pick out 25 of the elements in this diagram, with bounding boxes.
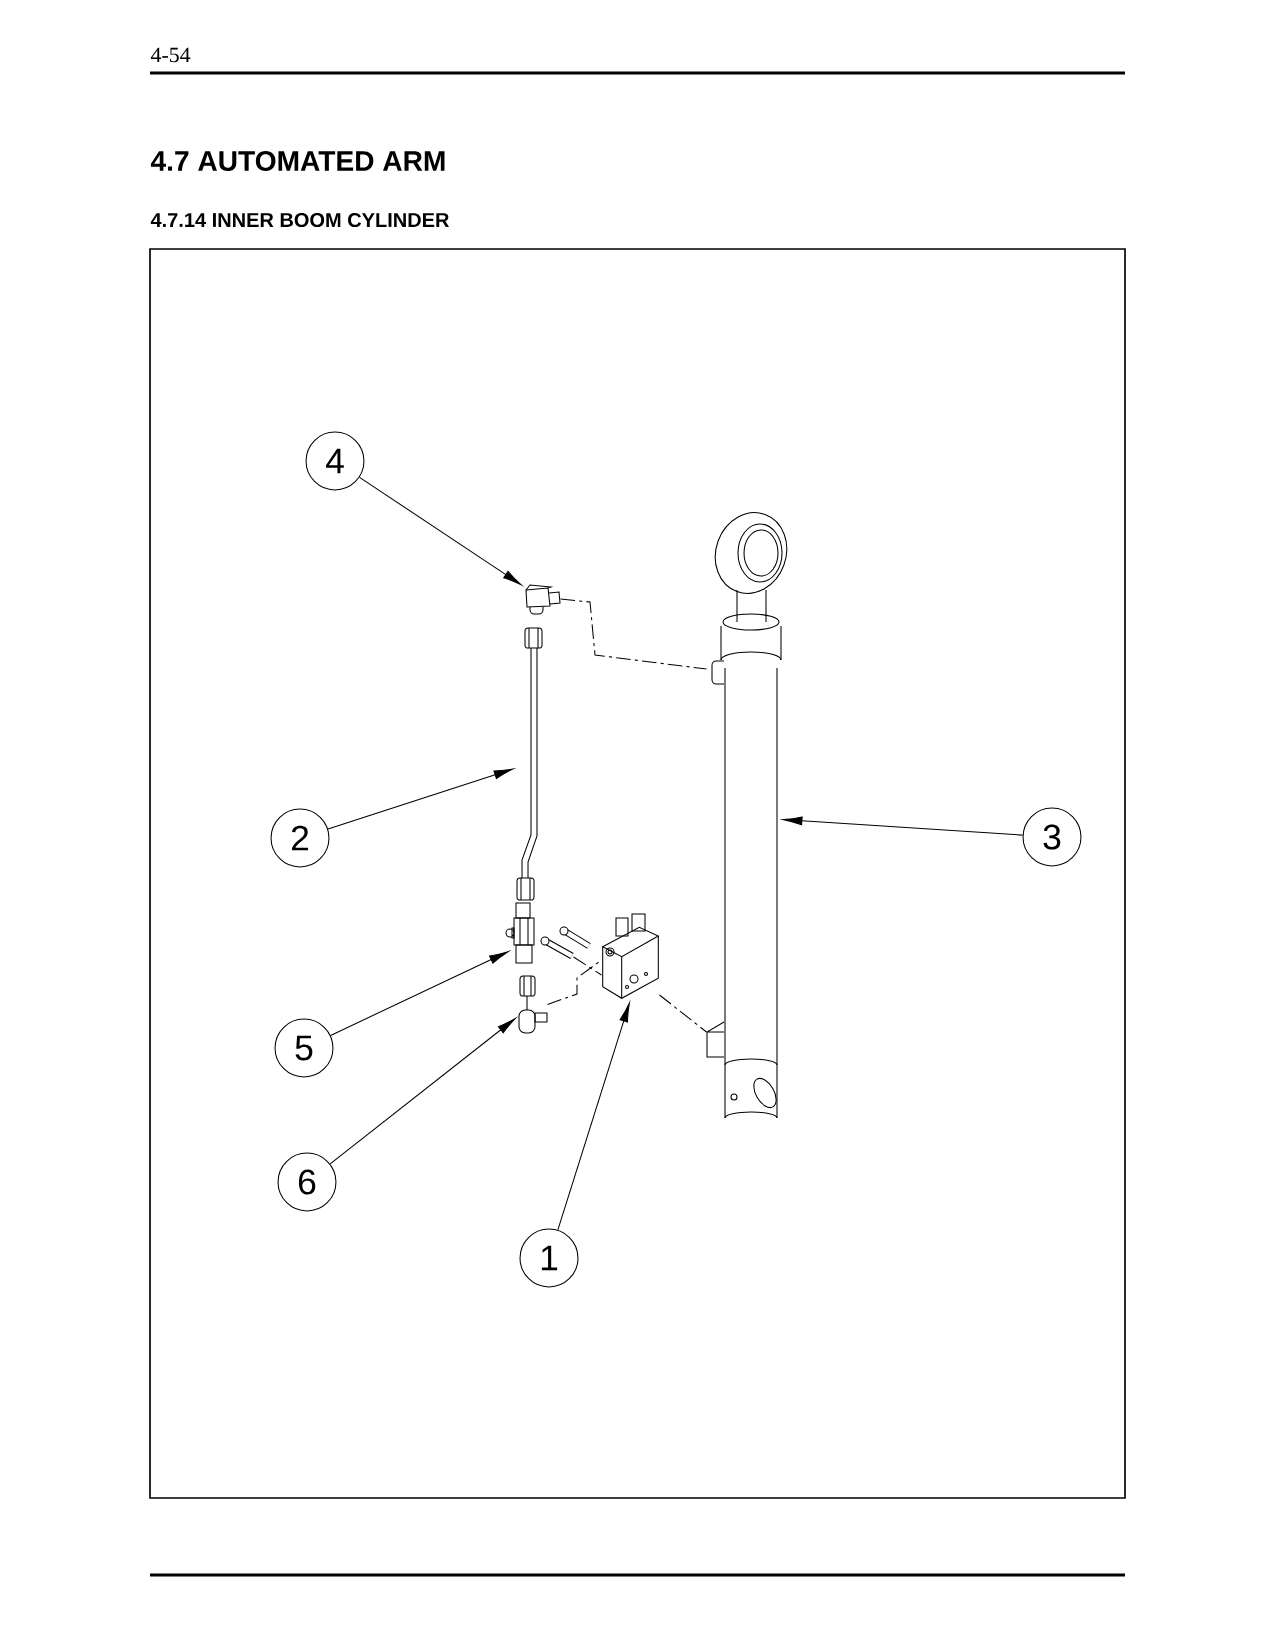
leader-line	[359, 476, 522, 586]
centerline	[560, 598, 707, 670]
callout-number: 4	[305, 431, 365, 491]
adapter-fitting-drawing	[518, 975, 548, 1034]
leader-line	[329, 1017, 516, 1165]
page-number: 4-54	[150, 47, 191, 63]
centerline	[659, 994, 707, 1033]
bolt-drawing	[540, 936, 574, 959]
leader-line	[330, 951, 509, 1036]
subsection-heading: 4.7.14 INNER BOOM CYLINDER	[150, 212, 449, 228]
callout-number: 5	[274, 1018, 334, 1078]
section-heading: 4.7 AUTOMATED ARM	[150, 151, 445, 171]
hydraulic-cylinder-drawing	[706, 512, 788, 1119]
centerline	[573, 956, 602, 976]
leader-line	[782, 816, 1024, 836]
tee-fitting-drawing	[505, 902, 535, 964]
tube-drawing	[516, 627, 543, 901]
centerline	[547, 959, 602, 1006]
leader-line	[327, 768, 514, 830]
callout-number: 3	[1022, 807, 1082, 867]
callout-number: 2	[270, 808, 330, 868]
callout-number: 1	[519, 1228, 579, 1288]
bolt-drawing	[559, 926, 591, 949]
callout-number: 6	[277, 1152, 337, 1212]
elbow-fitting-drawing	[525, 584, 561, 615]
